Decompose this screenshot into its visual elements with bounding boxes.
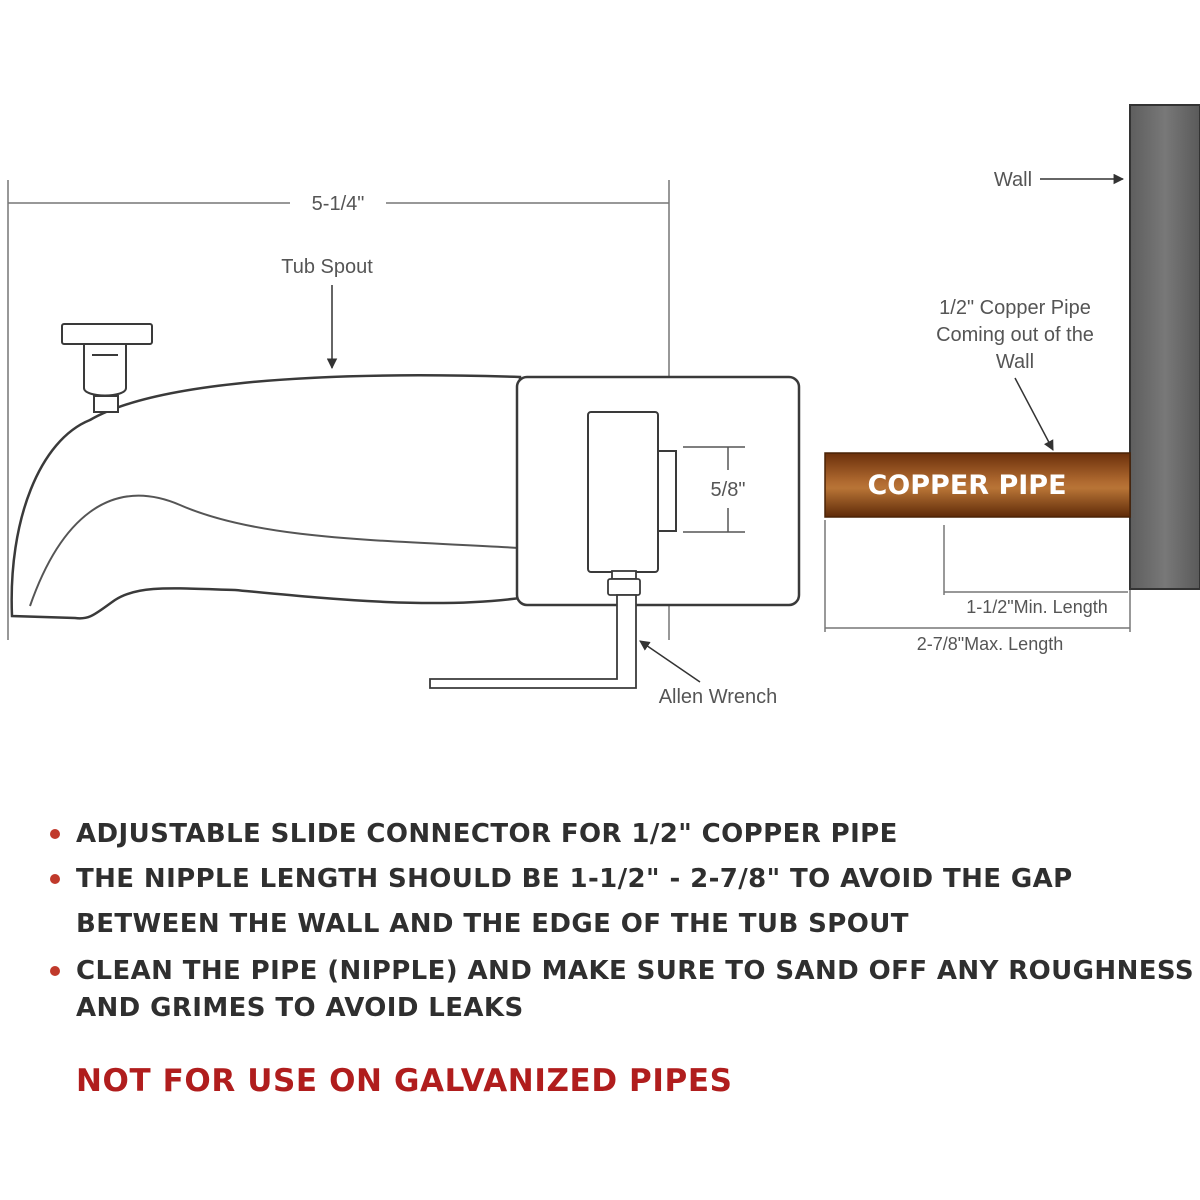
bullet-icon xyxy=(50,966,60,976)
copper-pipe-arrow xyxy=(1014,377,1054,451)
note-line: AND GRIMES TO AVOID LEAKS xyxy=(76,993,524,1023)
wall-label: Wall xyxy=(994,169,1032,191)
allen-wrench xyxy=(429,594,637,689)
note-line: CLEAN THE PIPE (NIPPLE) AND MAKE SURE TO… xyxy=(76,956,1194,986)
connector-dimension-label: 5/8" xyxy=(711,479,746,501)
copper-pipe-callout-line1: 1/2" Copper Pipe xyxy=(939,297,1091,319)
min-length-label: 1-1/2"Min. Length xyxy=(966,597,1107,617)
installation-diagram: 5-1/4" 5/8" COPPER PIPE 1-1/2"Min. Lengt xyxy=(7,104,1200,708)
connector-nut xyxy=(657,450,677,532)
bullet-icon xyxy=(50,829,60,839)
copper-pipe-callout-line3: Wall xyxy=(996,351,1034,373)
allen-wrench-arrow xyxy=(639,640,701,683)
allen-wrench-label: Allen Wrench xyxy=(659,686,778,708)
copper-pipe-callout-line2: Coming out of the xyxy=(936,324,1094,346)
tub-spout-label: Tub Spout xyxy=(281,256,373,278)
wall xyxy=(1129,104,1200,590)
bullet-icon xyxy=(50,874,60,884)
note-line: BETWEEN THE WALL AND THE EDGE OF THE TUB… xyxy=(76,909,909,939)
diverter-knob xyxy=(61,323,153,413)
tub-spout xyxy=(10,374,522,620)
note-line: THE NIPPLE LENGTH SHOULD BE 1-1/2" - 2-7… xyxy=(76,864,1073,894)
installation-notes: ADJUSTABLE SLIDE CONNECTOR FOR 1/2" COPP… xyxy=(48,812,1194,1027)
tub-spout-inner-curve xyxy=(29,494,521,607)
set-screw xyxy=(607,570,641,596)
slide-connector xyxy=(587,411,659,573)
note-item: THE NIPPLE LENGTH SHOULD BE 1-1/2" - 2-7… xyxy=(48,857,1193,947)
connector-dimension xyxy=(683,446,745,533)
note-item: ADJUSTABLE SLIDE CONNECTOR FOR 1/2" COPP… xyxy=(48,812,1193,857)
galvanized-warning: NOT FOR USE ON GALVANIZED PIPES xyxy=(76,1063,733,1099)
copper-pipe-label: COPPER PIPE xyxy=(867,470,1066,501)
pipe-length-dimensions xyxy=(824,520,1131,632)
note-item: CLEAN THE PIPE (NIPPLE) AND MAKE SURE TO… xyxy=(48,953,1194,1027)
overall-dimension-label: 5-1/4" xyxy=(312,193,365,215)
max-length-label: 2-7/8"Max. Length xyxy=(917,634,1063,654)
note-line: ADJUSTABLE SLIDE CONNECTOR FOR 1/2" COPP… xyxy=(76,819,898,849)
copper-pipe xyxy=(824,452,1131,518)
